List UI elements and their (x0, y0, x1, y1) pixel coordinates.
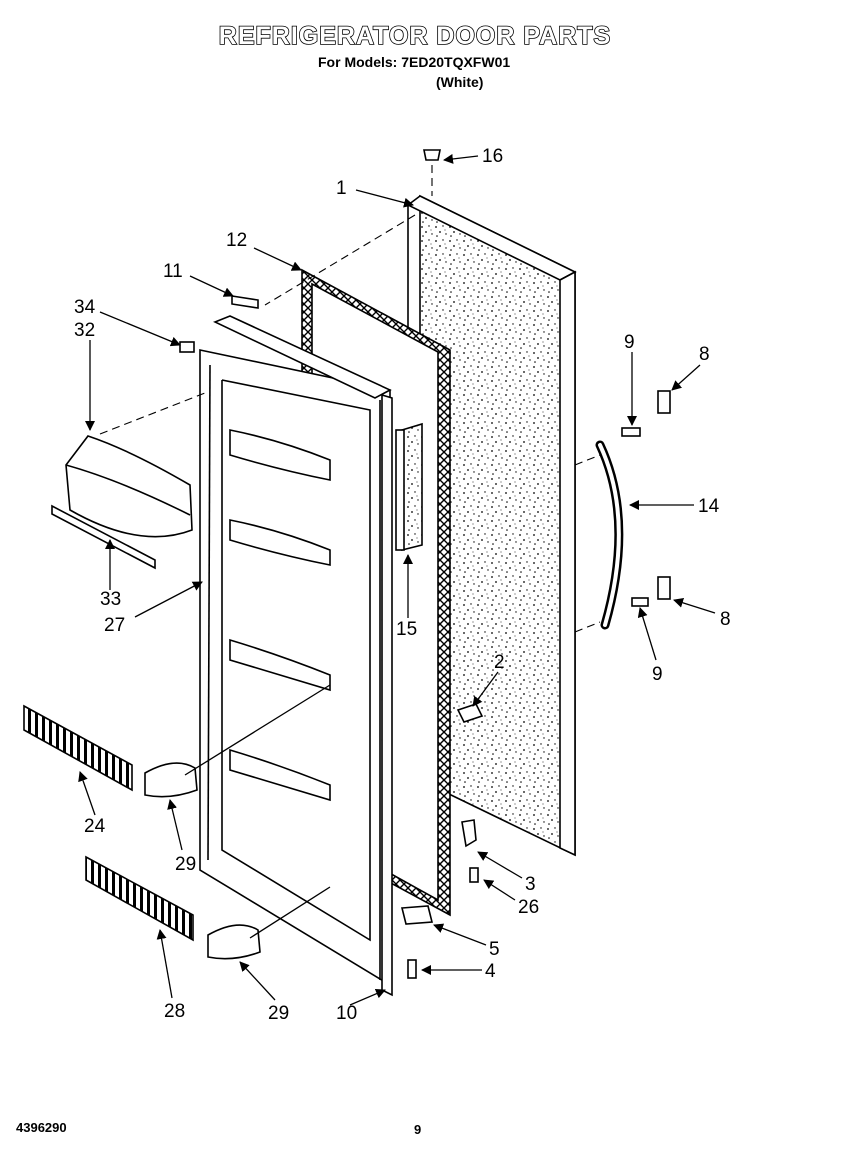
callout-33: 33 (100, 589, 121, 610)
alignment-lines (99, 165, 601, 633)
callout-32: 32 (74, 320, 95, 341)
callout-12: 12 (226, 230, 247, 251)
callout-labels: 1 16 12 11 34 32 33 27 15 9 8 14 8 9 2 3… (74, 146, 731, 1024)
inner-door-liner (199, 315, 392, 987)
hinge-bracket (461, 819, 477, 848)
color-label: (White) (436, 74, 484, 90)
callout-3: 3 (525, 874, 536, 895)
callout-27: 27 (104, 615, 125, 636)
shelf-end-cap-lower (207, 924, 261, 960)
callout-24: 24 (84, 816, 106, 837)
diagram-title: REFRIGERATOR DOOR PARTS (218, 21, 612, 51)
callout-29-lower: 29 (268, 1003, 289, 1024)
callout-34: 34 (74, 297, 96, 318)
outer-door-panel (406, 194, 577, 857)
callout-26: 26 (518, 897, 539, 918)
trim-strip (381, 393, 393, 997)
callout-8-upper: 8 (699, 344, 710, 365)
callout-10: 10 (336, 1003, 357, 1024)
handle-end-cap-upper (657, 390, 671, 414)
callout-11: 11 (163, 261, 183, 282)
document-number: 4396290 (16, 1120, 67, 1135)
shelf-end-cap-upper (144, 762, 198, 798)
hinge-plate (400, 905, 434, 925)
callout-14: 14 (698, 496, 720, 517)
callout-1: 1 (336, 178, 347, 199)
breaker-strip (395, 422, 423, 552)
callout-2: 2 (494, 652, 505, 673)
models-line: For Models: 7ED20TQXFW01 (318, 54, 511, 70)
top-cap (231, 295, 259, 309)
dairy-door-trim (51, 504, 156, 570)
dairy-door (65, 435, 193, 538)
hinge-pin-screw (407, 959, 417, 979)
handle-screw-upper (621, 427, 641, 437)
plug-button (423, 149, 441, 161)
callout-9-lower: 9 (652, 664, 663, 685)
handle-screw-lower (631, 597, 649, 607)
page-number: 9 (414, 1122, 422, 1137)
door-shelf-upper (23, 704, 133, 792)
callout-5: 5 (489, 939, 500, 960)
callout-9-upper: 9 (624, 332, 635, 353)
callout-16: 16 (482, 146, 503, 167)
callout-8-lower: 8 (720, 609, 731, 630)
callout-29-upper: 29 (175, 854, 196, 875)
door-shelf-lower (85, 855, 194, 942)
leader-lines (78, 153, 716, 1006)
handle-end-cap-lower (657, 576, 671, 600)
door-stop (456, 703, 484, 723)
callout-15: 15 (396, 619, 417, 640)
callout-28: 28 (164, 1001, 185, 1022)
callout-4: 4 (485, 961, 496, 982)
shelf-screw (179, 341, 195, 353)
hinge-screw (469, 867, 479, 883)
door-handle (595, 440, 624, 630)
